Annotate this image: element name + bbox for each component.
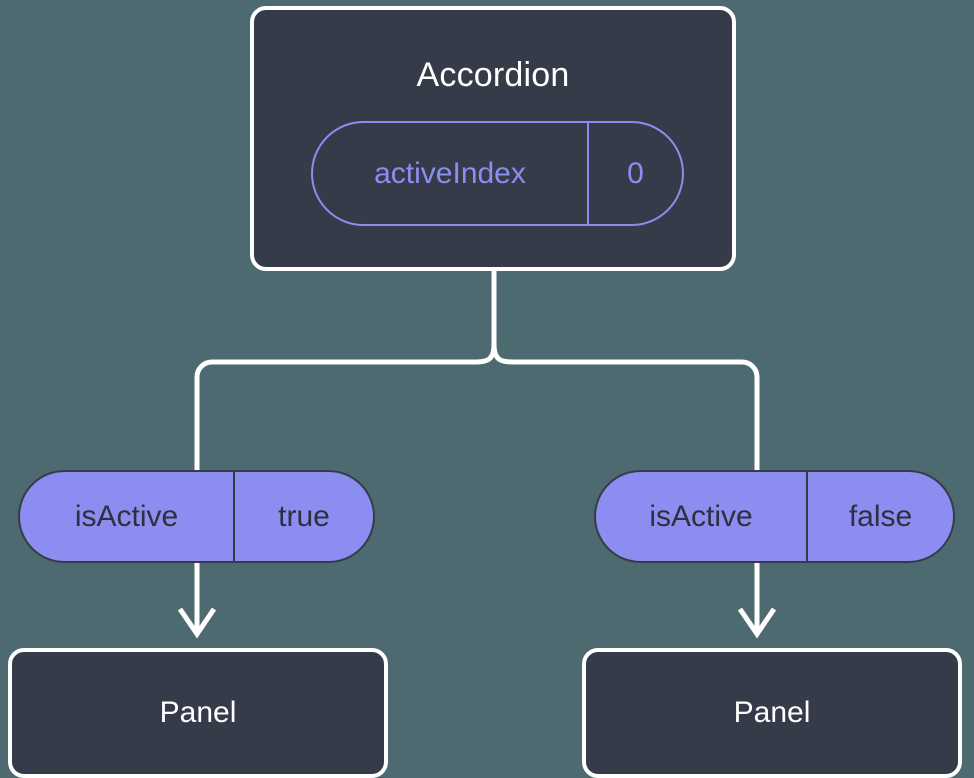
prop-pill-is-active-false[interactable]: isActive false [594, 470, 955, 563]
state-pill-active-index[interactable]: activeIndex 0 [311, 121, 684, 226]
arrow-head-right [737, 607, 777, 639]
panel-node-title: Panel [159, 696, 237, 729]
state-pill-key: activeIndex [313, 123, 589, 224]
connector-branch-right [491, 343, 760, 474]
prop-pill-is-active-true[interactable]: isActive true [18, 470, 375, 563]
prop-pill-value: true [278, 499, 330, 533]
prop-pill-key: isActive [20, 472, 235, 561]
prop-pill-key: isActive [596, 472, 808, 561]
connector-branch-left [194, 343, 497, 474]
prop-pill-value: false [848, 499, 913, 533]
arrow-head-left [177, 607, 217, 639]
panel-node-title: Panel [733, 696, 811, 729]
panel-node-left[interactable]: Panel [8, 648, 388, 778]
accordion-node[interactable]: Accordion activeIndex 0 [250, 6, 736, 271]
accordion-node-title: Accordion [416, 56, 570, 94]
state-pill-value: 0 [627, 156, 644, 190]
panel-node-right[interactable]: Panel [582, 648, 962, 778]
